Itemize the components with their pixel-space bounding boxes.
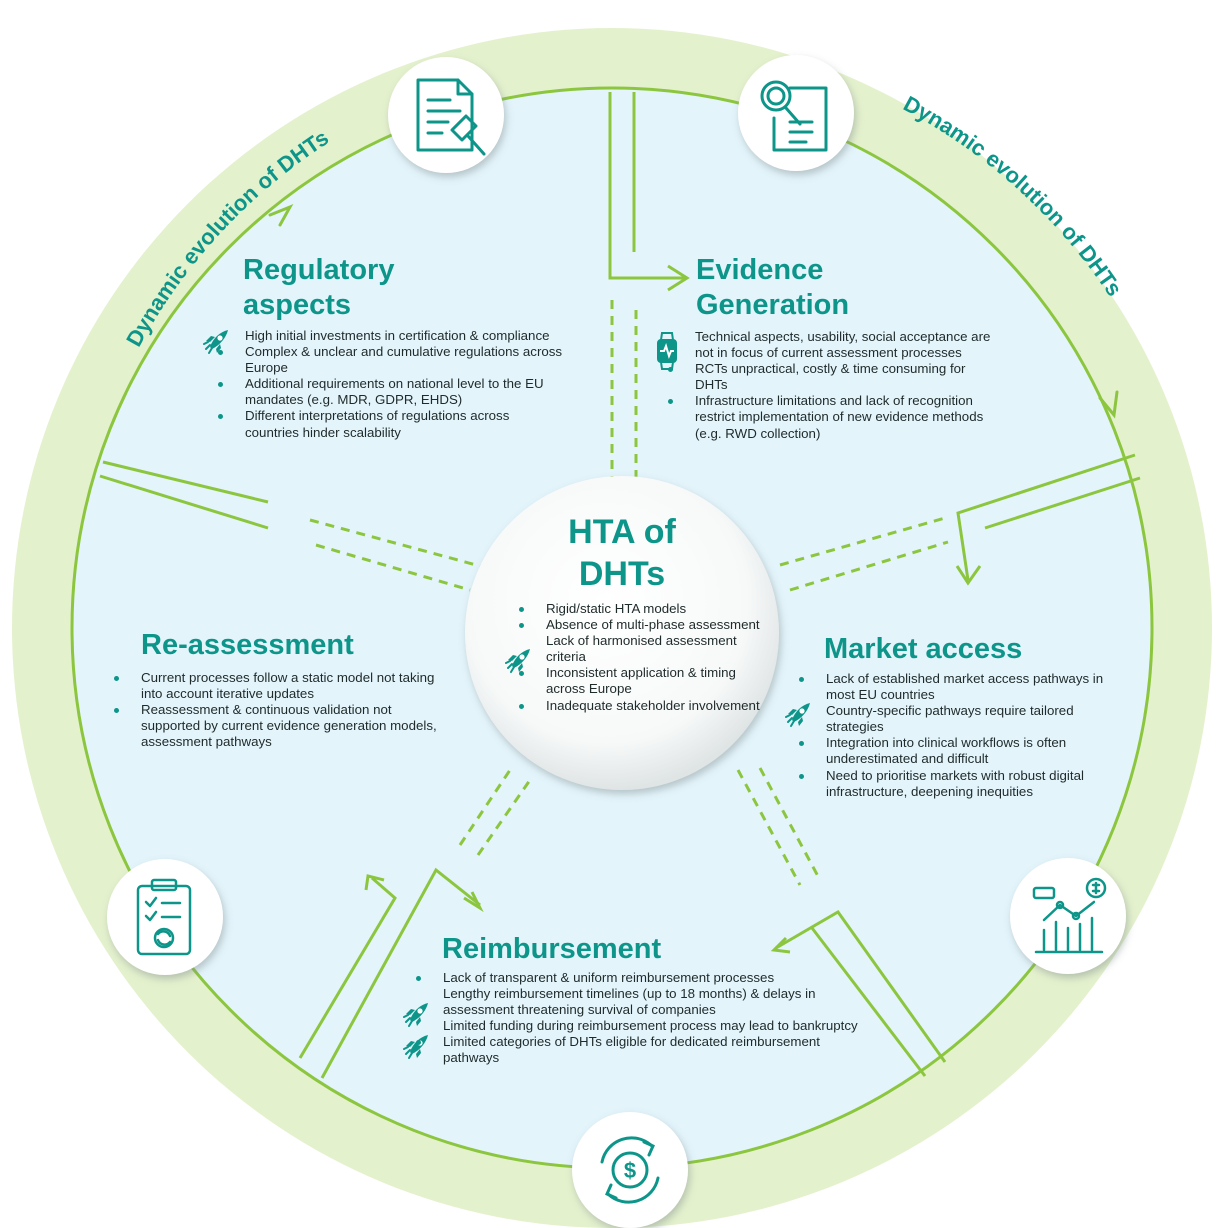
dashed-connectors — [309, 300, 949, 886]
list-item: RCTs unpractical, costly & time consumin… — [668, 361, 995, 393]
list-item: Limited categories of DHTs eligible for … — [416, 1034, 863, 1066]
list-item: Current processes follow a static model … — [114, 670, 441, 702]
list-item: Lack of established market access pathwa… — [799, 671, 1118, 703]
list-item: Need to prioritise markets with robust d… — [799, 768, 1118, 800]
center-title-line1: HTA of — [568, 513, 676, 551]
reassessment-heading: Re-assessment — [141, 629, 354, 661]
market-bullets: Lack of established market access pathwa… — [799, 671, 1118, 800]
list-item: High initial investments in certificatio… — [245, 328, 550, 343]
center-title-line2: DHTs — [578, 555, 666, 593]
list-item: Complex & unclear and cumulative regulat… — [218, 344, 565, 376]
list-item: Technical aspects, usability, social acc… — [695, 329, 991, 361]
regulatory-title-line2: aspects — [243, 289, 352, 321]
evidence-title-line2: Generation — [696, 289, 850, 321]
document-gavel-icon — [388, 57, 504, 173]
list-item: Absence of multi-phase assessment — [519, 617, 766, 633]
smartwatch-icon — [657, 332, 677, 370]
list-item: Additional requirements on national leve… — [218, 376, 565, 408]
list-item: Reassessment & continuous validation not… — [114, 702, 441, 750]
evidence-bullets: Technical aspects, usability, social acc… — [668, 329, 995, 442]
list-item: Integration into clinical workflows is o… — [799, 735, 1118, 767]
center-title: HTA of DHTs — [522, 511, 722, 595]
list-item: Rigid/static HTA models — [519, 601, 766, 617]
magnifier-document-icon — [738, 55, 854, 171]
segment-dividers — [99, 92, 1141, 1079]
evidence-heading: Evidence Generation — [696, 253, 849, 323]
arc-arrows — [268, 204, 1119, 419]
list-item: Different interpretations of regulations… — [218, 408, 565, 440]
market-chart-icon — [1010, 858, 1126, 974]
regulatory-title-line1: Regulatory — [243, 254, 395, 286]
clipboard-checklist-icon — [107, 859, 223, 975]
reassessment-bullets: Current processes follow a static model … — [114, 670, 441, 750]
list-item: Lack of harmonised assessment criteria — [546, 633, 737, 665]
regulatory-heading: Regulatory aspects — [243, 253, 394, 323]
reimbursement-heading: Reimbursement — [442, 933, 662, 965]
reimbursement-bullets: Lack of transparent & uniform reimbursem… — [416, 970, 863, 1067]
list-item: Infrastructure limitations and lack of r… — [668, 393, 995, 441]
list-item: Country-specific pathways require tailor… — [826, 703, 1074, 735]
list-item: Lengthy reimbursement timelines (up to 1… — [443, 986, 816, 1018]
svg-text:$: $ — [624, 1158, 636, 1183]
market-heading: Market access — [824, 633, 1023, 665]
regulatory-bullets: High initial investments in certificatio… — [218, 328, 565, 441]
list-item: Limited funding during reimbursement pro… — [443, 1018, 858, 1034]
evidence-title-line1: Evidence — [696, 254, 824, 286]
list-item: Inconsistent application & timing across… — [519, 665, 766, 697]
list-item: Lack of transparent & uniform reimbursem… — [416, 970, 863, 986]
dollar-cycle-icon: $ — [572, 1112, 688, 1228]
list-item: Inadequate stakeholder involvement — [519, 698, 766, 714]
center-circle — [465, 476, 779, 790]
center-bullets: Rigid/static HTA models Absence of multi… — [519, 601, 766, 714]
